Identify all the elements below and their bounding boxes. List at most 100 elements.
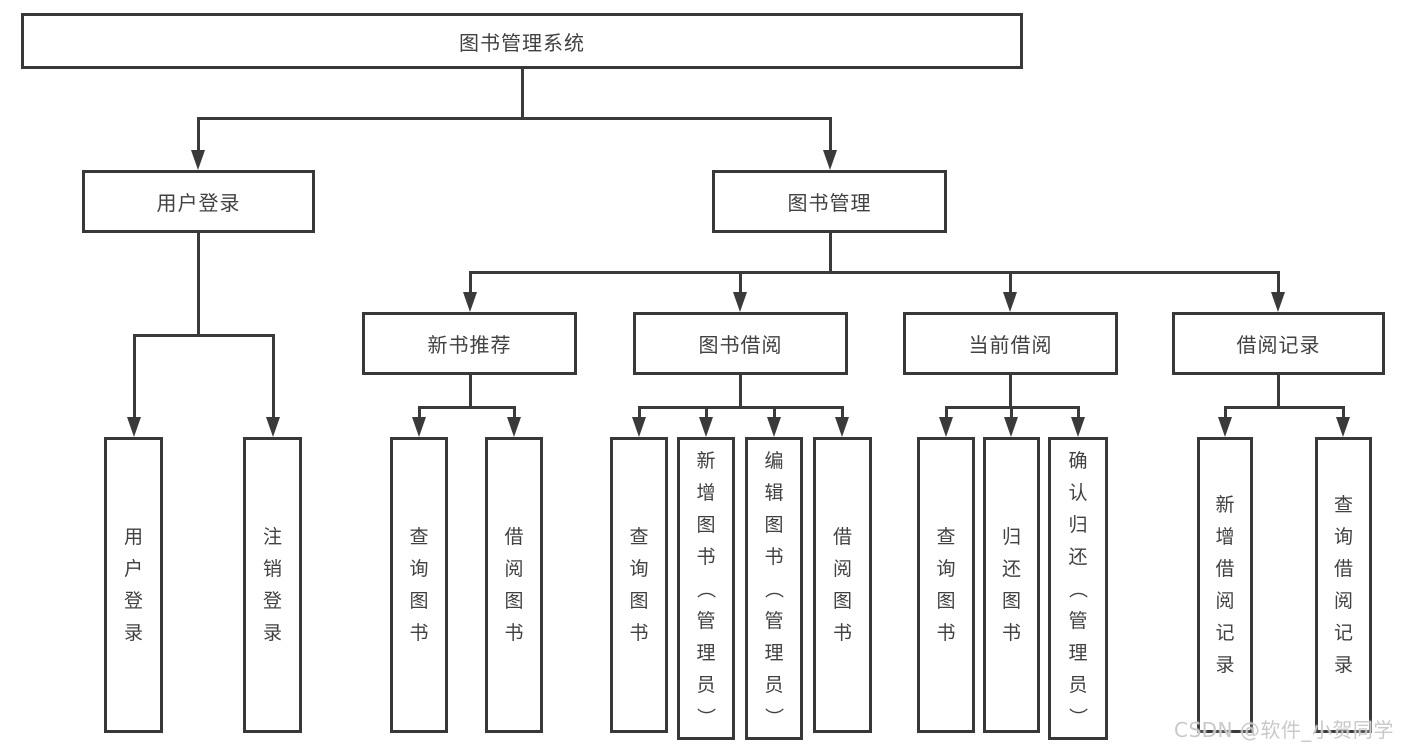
connector (637, 406, 641, 420)
vertical-char: 确 (1068, 449, 1088, 472)
node-borrowing-records-label: 借阅记录 (1236, 333, 1321, 357)
leaf-user-login-label: 用户登录 (124, 521, 143, 649)
vertical-char: 阅 (504, 558, 524, 580)
node-book-borrowing-label: 图书借阅 (698, 333, 783, 357)
node-current-borrowing: 当前借阅 (903, 312, 1118, 375)
vertical-char: （ (1066, 578, 1089, 599)
leaf-query-books-1: 查询图书 (390, 437, 448, 733)
leaf-add-borrow-record-label: 新增借阅记录 (1215, 489, 1234, 681)
connector (417, 406, 421, 420)
arrow-down-icon (1071, 417, 1085, 437)
leaf-query-books-3-label: 查询图书 (936, 521, 955, 649)
vertical-char: 管 (1068, 609, 1088, 632)
connector (132, 334, 136, 420)
connector (704, 406, 708, 420)
arrow-down-icon (733, 292, 747, 312)
vertical-char: 还 (1068, 545, 1088, 568)
leaf-query-books-1-label: 查询图书 (409, 521, 428, 649)
vertical-char: 阅 (832, 558, 852, 580)
vertical-char: 图 (1001, 590, 1021, 612)
connector (417, 405, 516, 409)
vertical-char: 记 (1333, 622, 1353, 644)
arrow-down-icon (823, 150, 837, 170)
vertical-char: 书 (832, 622, 852, 644)
node-book-management-label: 图书管理 (787, 191, 872, 215)
connector (944, 406, 948, 420)
connector (1076, 406, 1080, 420)
connector (271, 334, 275, 420)
arrow-down-icon (835, 417, 849, 437)
vertical-char: 图 (936, 590, 956, 612)
connector (738, 375, 742, 407)
vertical-char: 查 (1333, 494, 1353, 516)
vertical-char: 销 (262, 558, 282, 580)
vertical-char: 注 (262, 526, 282, 548)
leaf-query-borrow-record-label: 查询借阅记录 (1334, 489, 1353, 681)
vertical-char: 员 (696, 673, 716, 696)
node-user-login-branch-label: 用户登录 (156, 191, 241, 215)
vertical-char: 阅 (1215, 590, 1235, 612)
connector (772, 406, 776, 420)
connector (468, 270, 1280, 274)
vertical-char: 增 (1215, 526, 1235, 548)
connector (828, 233, 832, 272)
connector (196, 233, 200, 336)
vertical-char: 书 (1001, 622, 1021, 644)
vertical-char: 编 (764, 449, 784, 472)
vertical-char: 新 (1215, 494, 1235, 516)
arrow-down-icon (1003, 292, 1017, 312)
vertical-char: 记 (1215, 622, 1235, 644)
vertical-char: （ (762, 578, 785, 599)
leaf-add-borrow-record: 新增借阅记录 (1197, 437, 1253, 733)
connector (1009, 406, 1013, 420)
vertical-char: 图 (832, 590, 852, 612)
vertical-char: 询 (409, 558, 429, 580)
vertical-char: 图 (504, 590, 524, 612)
leaf-add-books-admin-label: 新增图书（管理员） (695, 445, 717, 733)
vertical-char: ） (762, 706, 785, 727)
vertical-char: ） (1066, 706, 1089, 727)
leaf-borrow-books-2: 借阅图书 (813, 437, 872, 733)
connector (1008, 375, 1012, 407)
node-book-management-system-label: 图书管理系统 (459, 30, 585, 55)
arrow-down-icon (191, 150, 205, 170)
connector (1276, 375, 1280, 407)
vertical-char: 书 (936, 622, 956, 644)
node-book-management: 图书管理 (712, 170, 947, 233)
leaf-return-books-label: 归还图书 (1002, 521, 1021, 649)
vertical-char: 询 (936, 558, 956, 580)
leaf-edit-books-admin-label: 编辑图书（管理员） (763, 445, 785, 733)
leaf-query-borrow-record: 查询借阅记录 (1315, 437, 1372, 733)
vertical-char: 书 (764, 545, 784, 568)
vertical-char: 图 (764, 513, 784, 536)
vertical-char: 理 (1068, 641, 1088, 664)
vertical-char: 理 (764, 641, 784, 664)
node-borrowing-records: 借阅记录 (1172, 312, 1385, 375)
vertical-char: 管 (764, 609, 784, 632)
leaf-confirm-return-admin-label: 确认归还（管理员） (1067, 445, 1089, 733)
vertical-char: 员 (1068, 673, 1088, 696)
arrow-down-icon (507, 417, 521, 437)
arrow-down-icon (1271, 292, 1285, 312)
vertical-char: 录 (1333, 654, 1353, 676)
watermark: CSDN @软件_小贺同学 (1174, 718, 1394, 742)
connector (1008, 271, 1012, 295)
vertical-char: 还 (1001, 558, 1021, 580)
connector (738, 271, 742, 295)
connector (196, 117, 832, 120)
connector (1223, 406, 1227, 420)
arrow-down-icon (699, 417, 713, 437)
vertical-char: 书 (629, 622, 649, 644)
arrow-down-icon (412, 417, 426, 437)
arrow-down-icon (632, 417, 646, 437)
vertical-char: 管 (696, 609, 716, 632)
vertical-char: 询 (629, 558, 649, 580)
connector (1276, 271, 1280, 295)
leaf-borrow-books-1: 借阅图书 (485, 437, 543, 733)
leaf-user-login: 用户登录 (104, 437, 163, 733)
arrow-down-icon (266, 417, 280, 437)
vertical-char: 登 (123, 590, 143, 612)
vertical-char: 询 (1333, 526, 1353, 548)
leaf-logout: 注销登录 (243, 437, 302, 733)
